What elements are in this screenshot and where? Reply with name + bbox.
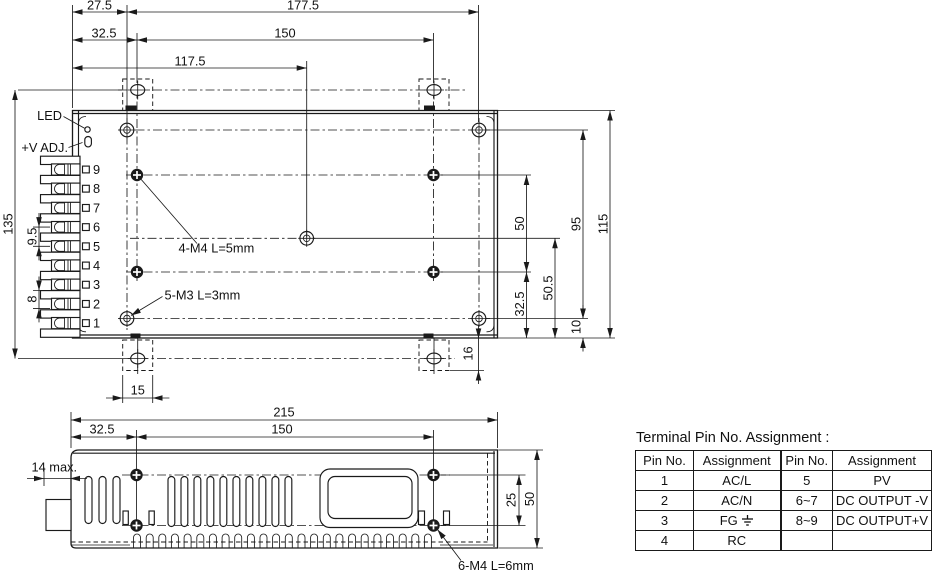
pin-no: 6~7 — [779, 490, 833, 511]
dim-150-top: 150 — [274, 26, 295, 41]
dim-95: 95 — [569, 217, 584, 231]
dim-50-side: 50 — [522, 492, 537, 506]
input-connector — [45, 498, 72, 532]
terminal-number: 4 — [93, 258, 100, 273]
dim-50-right: 50 — [512, 216, 527, 230]
pin-no: 5 — [779, 470, 833, 491]
dim-14-max: 14 max. — [32, 460, 78, 475]
assignment: AC/L — [693, 470, 781, 491]
terminal-number: 5 — [93, 239, 100, 254]
center-lines — [118, 84, 490, 359]
dim-177-5: 177.5 — [287, 0, 319, 13]
dim-32-5-right: 32.5 — [512, 292, 527, 317]
table-row: 3 FG 8~9 DC OUTPUT+V — [635, 510, 932, 531]
assignment: AC/N — [693, 490, 781, 511]
pin-no: 8~9 — [779, 510, 833, 531]
assignment: PV — [832, 470, 932, 491]
led-label: LED — [37, 108, 62, 123]
table-row: 1 AC/L 5 PV — [635, 470, 932, 491]
extension-lines-top — [18, 5, 615, 403]
terminal-numbers: 9 8 7 6 5 4 3 2 1 — [93, 162, 100, 331]
terminal-number: 8 — [93, 181, 100, 196]
terminal-number: 2 — [93, 296, 100, 311]
terminal-block — [39, 155, 90, 338]
table-header-row: Pin No. Assignment Pin No. Assignment — [635, 450, 932, 471]
enclosure-body-top — [71, 105, 499, 339]
pin-assignment-table: Pin No. Assignment Pin No. Assignment 1 … — [635, 450, 932, 551]
side-view: 215 32.5 150 14 max. 25 50 6-M4 L=6mm — [27, 405, 543, 573]
terminal-number: 1 — [93, 316, 100, 331]
dim-32-5-top: 32.5 — [92, 26, 117, 41]
pin-no: 3 — [635, 510, 694, 531]
col-header: Assignment — [693, 450, 781, 471]
dim-15: 15 — [131, 383, 145, 398]
terminal-number: 7 — [93, 200, 100, 215]
terminal-number: 9 — [93, 162, 100, 177]
dim-32-5-side: 32.5 — [90, 422, 115, 437]
m3-hole-note: 5-M3 L=3mm — [165, 288, 241, 303]
pin-no — [779, 530, 833, 551]
dim-9-5: 9.5 — [25, 228, 40, 246]
table-row: 2 AC/N 6~7 DC OUTPUT -V — [635, 490, 932, 511]
dim-117-5: 117.5 — [174, 54, 205, 69]
dim-16: 16 — [461, 346, 476, 360]
label-cutout — [319, 468, 419, 529]
pin-no: 1 — [635, 470, 694, 491]
dimension-lines-side — [27, 417, 540, 561]
col-header: Pin No. — [635, 450, 694, 471]
terminal-number: 3 — [93, 277, 100, 292]
top-view: LED +V ADJ. 9 8 7 6 5 4 3 2 1 4-M4 L=5mm… — [1, 0, 615, 403]
side-screw-holes — [130, 468, 440, 532]
dim-150-side: 150 — [271, 422, 292, 437]
dim-8: 8 — [25, 295, 40, 302]
terminal-number: 6 — [93, 220, 100, 235]
table-row: 4 RC — [635, 530, 932, 551]
dim-135: 135 — [1, 213, 16, 234]
ventilation-slots — [84, 475, 432, 548]
col-header: Pin No. — [779, 450, 833, 471]
pin-no: 2 — [635, 490, 694, 511]
voltage-adjust-pot — [84, 135, 92, 148]
m4-side-note: 6-M4 L=6mm — [458, 558, 534, 573]
led-indicator — [84, 126, 91, 133]
assignment-text: FG — [719, 513, 738, 528]
assignment: DC OUTPUT+V — [832, 510, 932, 531]
dim-25: 25 — [504, 493, 519, 507]
dim-215: 215 — [273, 405, 294, 420]
assignment: FG — [693, 510, 781, 531]
dim-50-5: 50.5 — [541, 276, 556, 301]
dim-27-5: 27.5 — [87, 0, 112, 13]
pin-no: 4 — [635, 530, 694, 551]
vadj-label: +V ADJ. — [21, 140, 68, 155]
dim-115: 115 — [596, 214, 611, 234]
col-header: Assignment — [832, 450, 932, 471]
assignment: DC OUTPUT -V — [832, 490, 932, 511]
assignment — [832, 530, 932, 551]
dim-10: 10 — [569, 320, 584, 334]
earth-ground-icon — [741, 515, 753, 526]
assignment: RC — [693, 530, 781, 551]
pin-assignment-section: Terminal Pin No. Assignment : Pin No. As… — [635, 430, 935, 551]
m4-hole-note: 4-M4 L=5mm — [179, 241, 255, 256]
dimension-lines-top — [12, 9, 613, 401]
pin-table-title: Terminal Pin No. Assignment : — [636, 430, 830, 446]
